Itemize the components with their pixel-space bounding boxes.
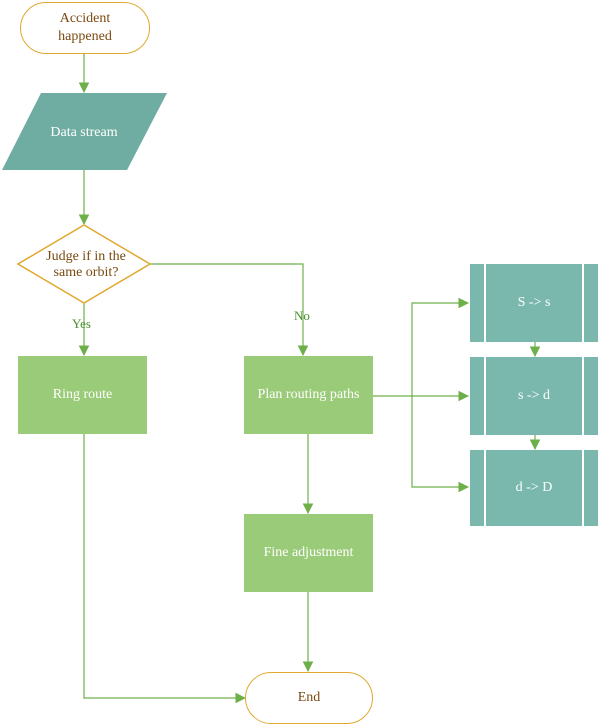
decision-label-line2: same orbit?: [54, 265, 119, 280]
end-node: End: [245, 672, 373, 724]
edge-decision-no: [150, 263, 309, 357]
data-stream-shape: [2, 93, 167, 170]
decision-shape: [16, 224, 152, 304]
subprocess-s-to-d-label: s -> d: [517, 388, 550, 403]
subprocess-s-to-d: s -> d: [470, 357, 598, 435]
end-label: End: [297, 690, 321, 705]
decision-label-line1: Judge if in the: [46, 249, 126, 264]
ring-route-label: Ring route: [52, 387, 113, 402]
edge-branch-to-sub3: [411, 396, 470, 493]
edge-branch-to-sub1: [411, 297, 470, 396]
plan-routing-box: Plan routing paths: [244, 356, 373, 434]
subprocess-d-to-D: d -> D: [470, 450, 598, 526]
fine-adjustment-box: Fine adjustment: [244, 514, 373, 592]
fine-adjustment-label: Fine adjustment: [263, 545, 354, 560]
yes-label: Yes: [72, 316, 91, 331]
ring-route-box: Ring route: [18, 356, 147, 434]
data-stream-label: Data stream: [50, 125, 117, 140]
edge-ring-to-end: [83, 434, 247, 704]
no-label: No: [294, 308, 310, 323]
subprocess-d-to-D-label: d -> D: [515, 480, 553, 495]
start-node: Accident happened: [20, 2, 150, 54]
plan-routing-label: Plan routing paths: [257, 387, 360, 402]
subprocess-s-to-s-label: S -> s: [517, 295, 551, 310]
subprocess-s-to-s: S -> s: [470, 264, 598, 342]
